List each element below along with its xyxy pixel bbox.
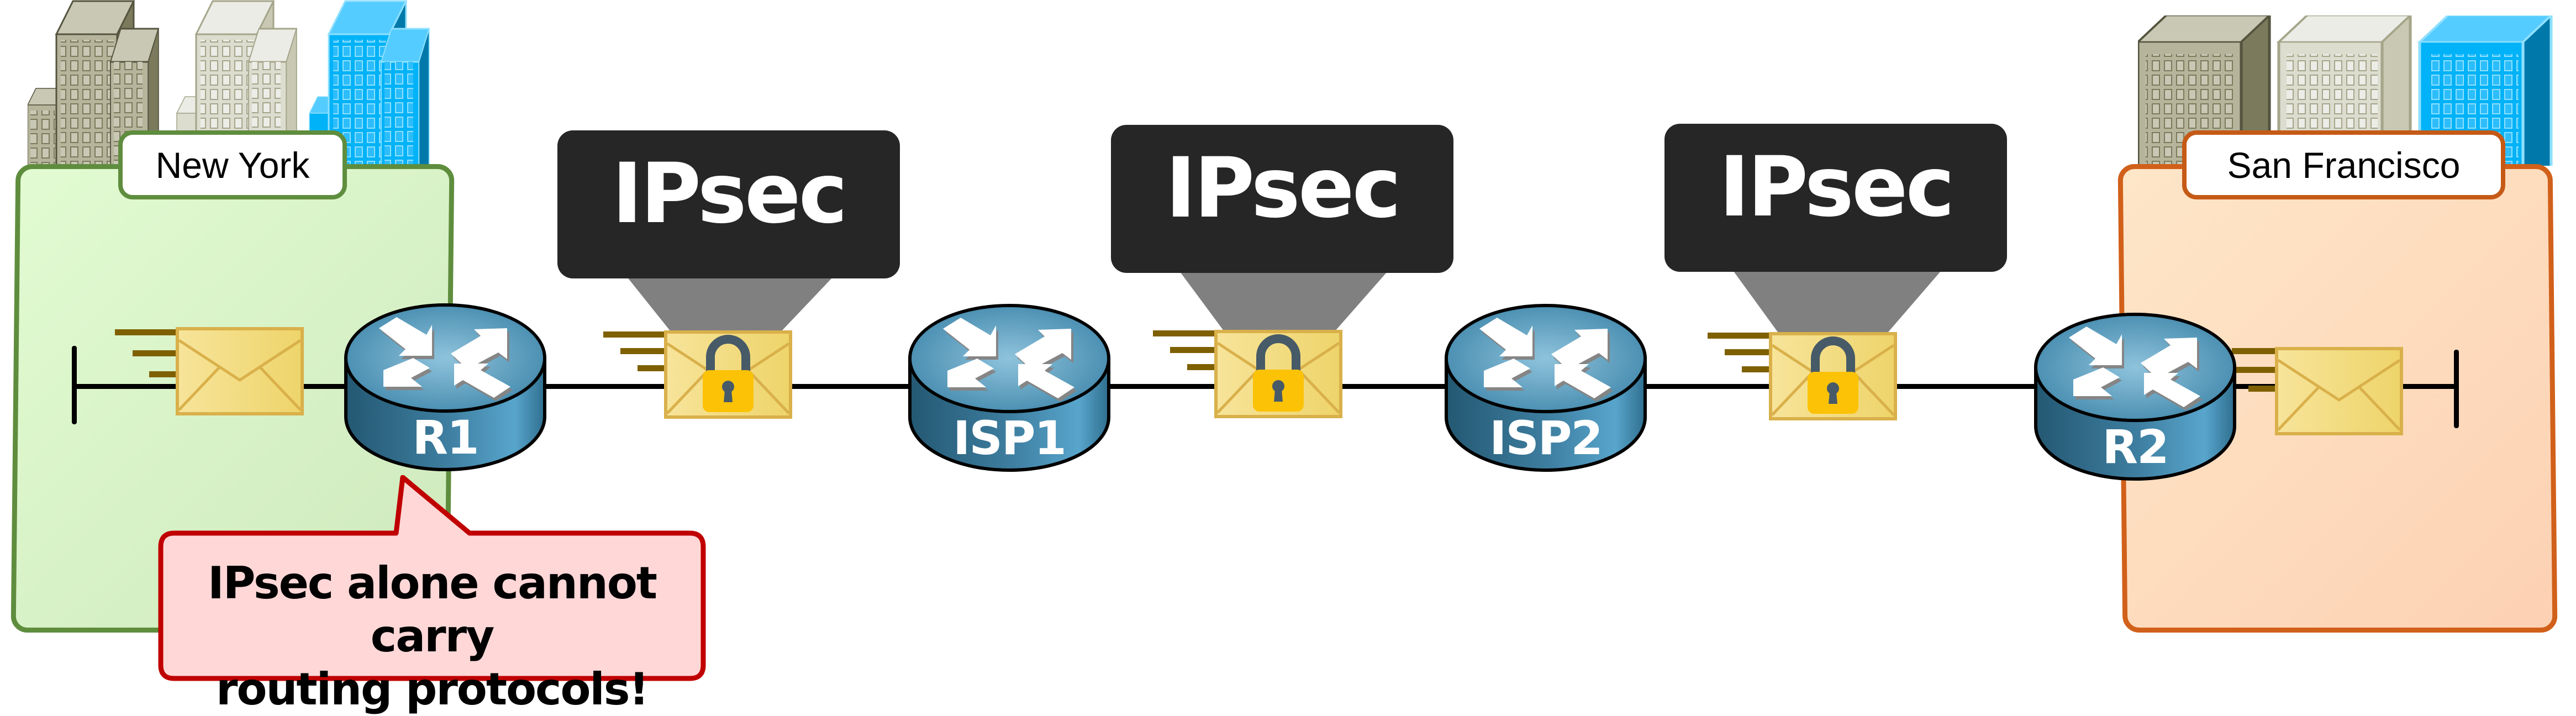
motion-line [2235, 367, 2275, 373]
router-r2[interactable]: R2 [2034, 312, 2237, 481]
ipsec-label-box-3: IPsec [1664, 124, 2007, 272]
san-francisco-label-text: San Francisco [2227, 144, 2461, 186]
motion-line [2248, 386, 2275, 392]
new-york-site-label: New York [118, 130, 347, 199]
ipsec-label-3: IPsec [1719, 139, 1955, 235]
motion-line [2232, 348, 2275, 354]
motion-line [638, 365, 665, 371]
ipsec-beam-2 [1180, 272, 1387, 331]
new-york-label-text: New York [155, 144, 310, 186]
envelope-icon [2275, 347, 2403, 435]
motion-line [1708, 333, 1769, 339]
ipsec-beam-1 [626, 276, 834, 331]
locked-envelope-icon [1769, 332, 1897, 420]
ipsec-label-1: IPsec [612, 146, 847, 242]
router-isp1[interactable]: ISP1 [908, 303, 1111, 472]
router-r1-label: R1 [412, 410, 479, 465]
warning-line-2: routing protocols! [216, 664, 649, 715]
ipsec-beam-3 [1734, 271, 1941, 332]
motion-line [1725, 349, 1769, 355]
san-francisco-site-label: San Francisco [2182, 130, 2505, 199]
warning-line-1: IPsec alone cannot carry [207, 557, 657, 662]
motion-line [603, 331, 665, 338]
motion-line [1170, 347, 1215, 353]
envelope-icon [176, 327, 304, 415]
motion-line [1153, 330, 1215, 336]
router-isp2[interactable]: ISP2 [1444, 303, 1647, 472]
ipsec-label-2: IPsec [1165, 140, 1401, 236]
warning-callout [158, 475, 706, 681]
sf-lan-endpoint [2454, 350, 2459, 428]
ipsec-label-box-1: IPsec [557, 130, 900, 278]
router-isp2-label: ISP2 [1489, 411, 1603, 465]
motion-line [149, 371, 177, 377]
router-r2-label: R2 [2102, 420, 2169, 474]
router-isp1-label: ISP1 [953, 411, 1067, 465]
motion-line [1187, 364, 1215, 370]
router-r1[interactable]: R1 [344, 303, 547, 472]
motion-line [133, 350, 177, 356]
locked-envelope-icon [1214, 330, 1342, 418]
ny-lan-endpoint [72, 346, 77, 424]
motion-line [115, 329, 177, 335]
motion-line [1742, 366, 1769, 372]
warning-text: IPsec alone cannot carry routing protoco… [157, 557, 707, 716]
locked-envelope-icon [664, 330, 792, 419]
ipsec-label-box-2: IPsec [1111, 125, 1453, 273]
motion-line [620, 348, 665, 354]
